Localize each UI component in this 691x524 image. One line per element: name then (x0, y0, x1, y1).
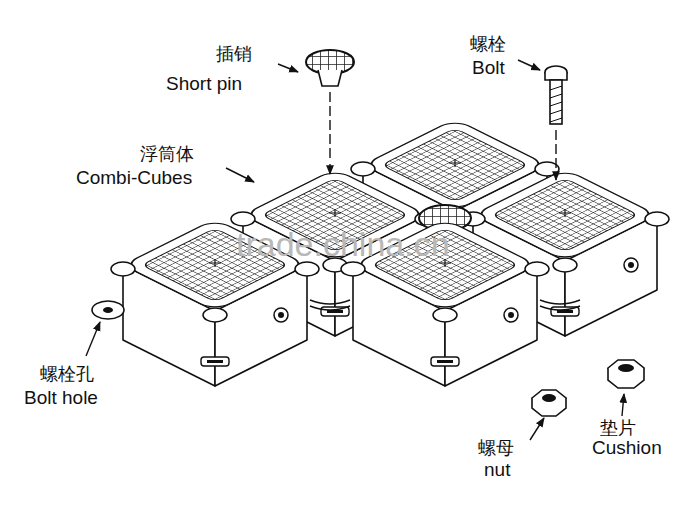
part-name-cn: 浮筒体 (140, 144, 194, 164)
part-name-cn: 螺栓孔 (40, 364, 94, 384)
part-name-cn: 螺母 (478, 438, 514, 458)
part-name: Short pin (166, 74, 242, 95)
part-name-cn: 插销 (216, 44, 252, 64)
part-name-cn: 垫片 (600, 418, 636, 438)
part-name: Bolt (472, 58, 505, 79)
part-name: Cushion (592, 438, 662, 459)
part-name: nut (484, 460, 510, 481)
part-name: Bolt hole (24, 388, 98, 409)
watermark: trade.china.cn (236, 226, 450, 263)
part-name-cn: 螺栓 (470, 34, 506, 54)
part-name: Combi-Cubes (76, 168, 192, 189)
